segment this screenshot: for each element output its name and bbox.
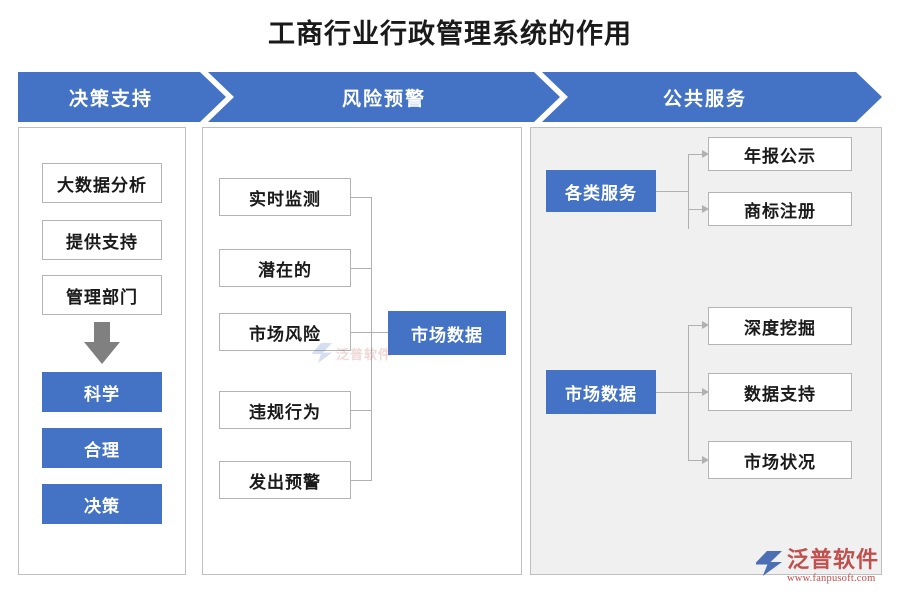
node-label: 深度挖掘 [744, 318, 816, 338]
node-annual-report-disclosure[interactable]: 年报公示 [708, 137, 852, 171]
logo-brand-text: 泛普软件 [787, 547, 880, 572]
connector-line [371, 332, 395, 333]
arrowhead-icon [702, 456, 709, 464]
page-title: 工商行业行政管理系统的作用 [268, 19, 632, 49]
node-label: 大数据分析 [57, 175, 147, 195]
banner-step-label: 风险预警 [341, 88, 426, 110]
node-label: 潜在的 [258, 260, 312, 280]
connector-line [351, 332, 372, 333]
node-reasonable[interactable]: 合理 [42, 428, 162, 468]
arrowhead-icon [702, 205, 709, 213]
node-label: 商标注册 [744, 201, 816, 221]
node-label: 提供支持 [66, 232, 138, 252]
connector-line [351, 268, 372, 269]
node-decision[interactable]: 决策 [42, 484, 162, 524]
node-violation-behavior[interactable]: 违规行为 [219, 391, 351, 429]
node-big-data-analysis[interactable]: 大数据分析 [42, 163, 162, 203]
process-banner: 决策支持 风险预警 公共服务 [18, 72, 882, 122]
logo-url-text: www.fanpusoft.com [787, 573, 876, 584]
node-label: 科学 [84, 384, 120, 404]
banner-step-decision-support[interactable]: 决策支持 [18, 72, 226, 122]
node-potential[interactable]: 潜在的 [219, 249, 351, 287]
down-arrow-icon [84, 322, 120, 364]
connector-line [688, 392, 704, 393]
connector-line [351, 197, 372, 198]
node-deep-mining[interactable]: 深度挖掘 [708, 307, 852, 345]
node-label: 市场数据 [565, 384, 637, 404]
arrowhead-icon [702, 150, 709, 158]
banner-step-label: 决策支持 [68, 88, 153, 110]
node-label: 管理部门 [66, 287, 138, 307]
node-label: 市场风险 [249, 324, 321, 344]
connector-line [351, 480, 372, 481]
node-label: 各类服务 [565, 183, 637, 203]
connector-trunk [688, 154, 689, 229]
arrowhead-icon [702, 388, 709, 396]
connector-line [688, 460, 704, 461]
node-market-conditions[interactable]: 市场状况 [708, 441, 852, 479]
connector-line [656, 191, 688, 192]
node-scientific[interactable]: 科学 [42, 372, 162, 412]
node-label: 市场数据 [411, 325, 483, 345]
node-trademark-registration[interactable]: 商标注册 [708, 192, 852, 226]
connector-line [656, 392, 688, 393]
node-provide-support[interactable]: 提供支持 [42, 220, 162, 260]
node-label: 市场状况 [744, 452, 816, 472]
node-label: 年报公示 [744, 146, 816, 166]
node-data-support[interactable]: 数据支持 [708, 373, 852, 411]
node-label: 决策 [84, 496, 120, 516]
node-market-risk[interactable]: 市场风险 [219, 313, 351, 351]
node-realtime-monitoring[interactable]: 实时监测 [219, 178, 351, 216]
node-label: 发出预警 [249, 472, 321, 492]
fanpu-logo-icon [756, 551, 782, 576]
banner-step-risk-warning[interactable]: 风险预警 [208, 72, 560, 122]
node-label: 合理 [84, 440, 120, 460]
node-market-data-hub[interactable]: 市场数据 [546, 370, 656, 414]
connector-line [688, 209, 704, 210]
connector-trunk [371, 197, 372, 481]
connector-line [351, 410, 372, 411]
node-management-department[interactable]: 管理部门 [42, 275, 162, 315]
node-market-data-center[interactable]: 市场数据 [388, 311, 506, 355]
node-label: 数据支持 [744, 384, 816, 404]
fanpu-logo: 泛普软件 www.fanpusoft.com [756, 549, 892, 593]
banner-step-label: 公共服务 [662, 88, 747, 110]
node-various-services[interactable]: 各类服务 [546, 170, 656, 212]
node-label: 违规行为 [249, 402, 321, 422]
node-label: 实时监测 [249, 189, 321, 209]
banner-step-public-service[interactable]: 公共服务 [542, 72, 882, 122]
arrowhead-icon [702, 321, 709, 329]
connector-line [688, 154, 704, 155]
node-issue-warning[interactable]: 发出预警 [219, 461, 351, 499]
connector-line [688, 325, 704, 326]
